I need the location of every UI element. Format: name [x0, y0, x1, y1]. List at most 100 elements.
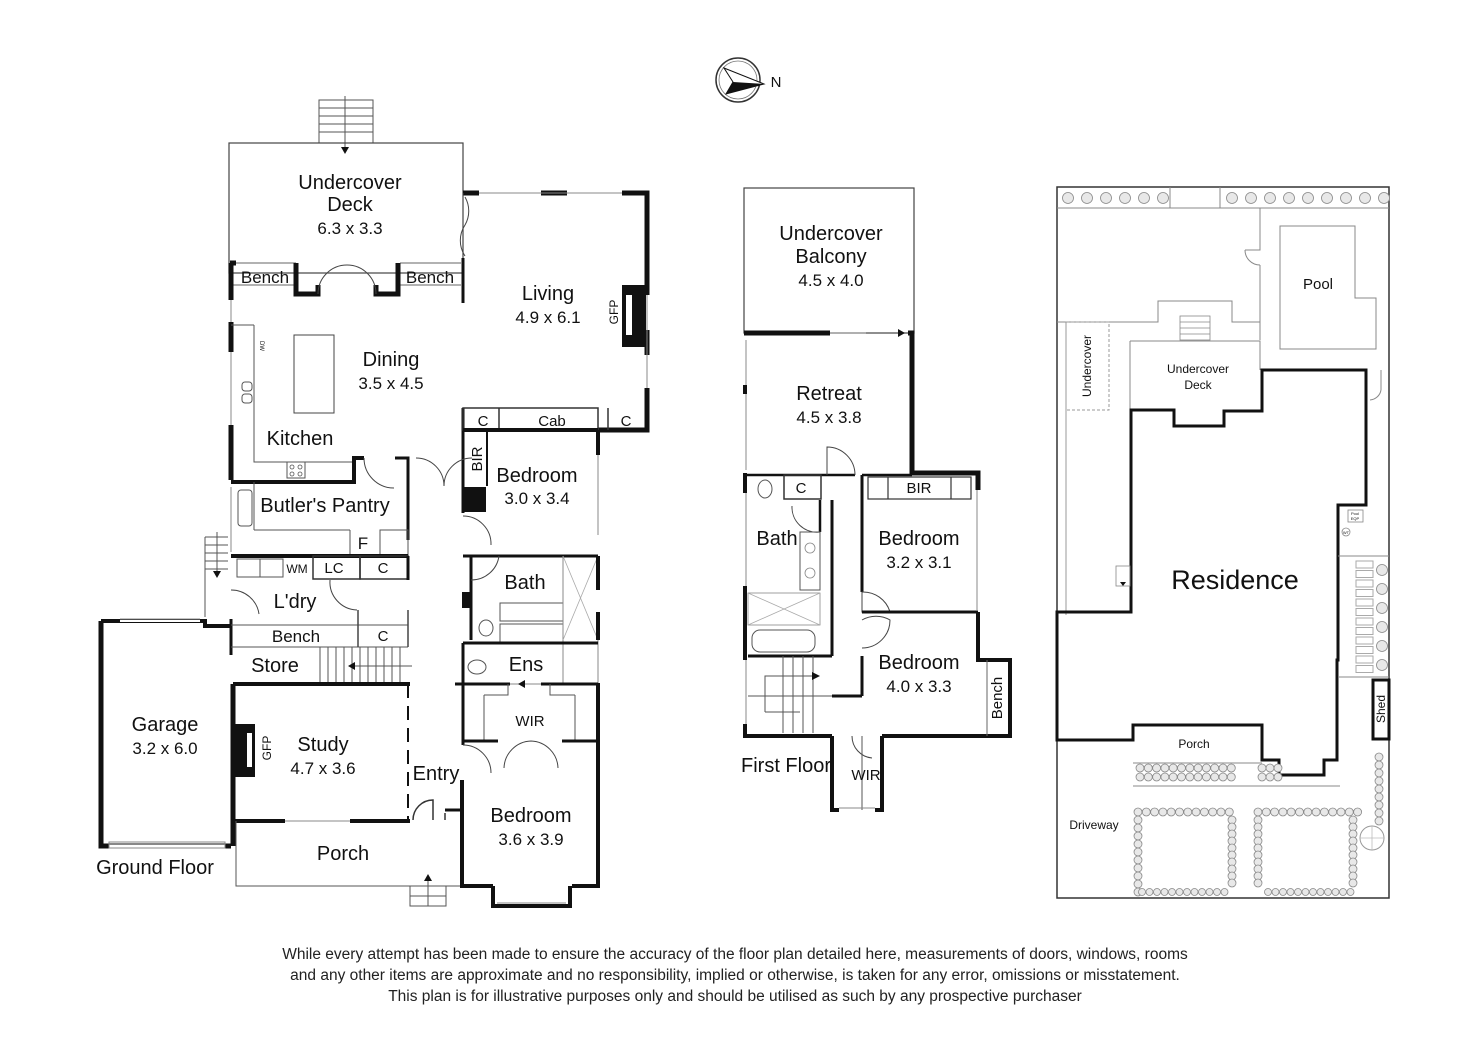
fixture-c: C — [796, 480, 807, 497]
room-retreat-size: 4.5 x 3.8 — [796, 408, 861, 427]
shrub-icon — [1245, 192, 1257, 204]
disclaimer: While every attempt has been made to ens… — [240, 944, 1230, 1007]
shrub-icon — [1152, 763, 1161, 773]
shrub-icon — [1374, 792, 1384, 802]
first-floor-labels: Undercover Balcony 4.5 x 4.0 Retreat 4.5… — [741, 223, 1006, 784]
room-wir-name: WIR — [515, 713, 544, 730]
shrub-icon — [1208, 807, 1218, 817]
fixture-bench-right: Bench — [406, 268, 454, 287]
first-floor-plan — [743, 187, 1012, 812]
room-bedroom2-name: Bedroom — [490, 805, 571, 827]
shrub-icon — [1264, 888, 1272, 896]
shrub-icon — [1138, 888, 1146, 896]
room-bedroom-first2-name: Bedroom — [878, 652, 959, 674]
room-balcony-size: 4.5 x 4.0 — [798, 271, 863, 290]
shrub-icon — [1226, 192, 1238, 204]
room-bedroom-first1-name: Bedroom — [878, 528, 959, 550]
room-laundry-name: L'dry — [274, 591, 317, 613]
shrub-icon — [1376, 640, 1388, 652]
ground-floor-plan — [98, 96, 650, 908]
shrub-icon — [1205, 888, 1214, 896]
shrub-icon — [1200, 807, 1209, 817]
first-floor-title: First Floor — [741, 755, 831, 777]
shrub-icon — [1316, 888, 1325, 896]
shrub-icon — [1257, 772, 1267, 782]
shrub-icon — [1295, 807, 1304, 817]
room-bath-first-name: Bath — [756, 528, 797, 550]
compass-ring — [715, 57, 761, 103]
shrub-icon — [1226, 763, 1236, 773]
shrub-row — [1062, 192, 1390, 204]
fixture-c-laundry: C — [378, 560, 389, 577]
fixture-bir-first: BIR — [906, 480, 931, 497]
room-bedroom1-name: Bedroom — [496, 465, 577, 487]
shrub-icon — [1133, 871, 1143, 881]
shrub-icon — [1283, 192, 1295, 204]
shrub-icon — [1175, 807, 1184, 817]
shrub-icon — [1218, 772, 1228, 782]
shrub-icon — [1265, 772, 1275, 782]
shrub-icon — [1253, 807, 1263, 817]
shrub-icon — [1340, 192, 1352, 204]
shrub-icon — [1145, 888, 1154, 896]
shrub-icon — [1374, 800, 1384, 810]
site-pool-eqp-label1: Pool — [1351, 511, 1359, 516]
shrub-icon — [1374, 760, 1384, 770]
room-dining-size: 3.5 x 4.5 — [358, 374, 423, 393]
shrub-icon — [1374, 776, 1384, 786]
shrub-icon — [1152, 772, 1161, 782]
site-porch-label: Porch — [1178, 737, 1209, 751]
room-store-name: Store — [251, 655, 299, 677]
shrub-icon — [1216, 807, 1226, 817]
shrub-icon — [1143, 772, 1153, 782]
site-pool-label: Pool — [1303, 276, 1333, 293]
shrub-icon — [1336, 807, 1346, 817]
shrub-icon — [1191, 807, 1201, 817]
shrub-icon — [1150, 807, 1159, 817]
shrub-icon — [1376, 602, 1388, 614]
room-bedroom1-size: 3.0 x 3.4 — [504, 489, 569, 508]
ground-floor-title: Ground Floor — [96, 857, 214, 879]
shrub-icon — [1157, 192, 1169, 204]
shrub-icon — [1374, 816, 1384, 826]
shrub-icon — [1143, 763, 1153, 773]
shrub-icon — [1264, 192, 1276, 204]
shrub-column — [1376, 564, 1388, 671]
shrub-icon — [1374, 768, 1384, 778]
shrub-icon — [1331, 888, 1340, 896]
fixture-gfp-study: GFP — [260, 736, 274, 761]
room-study-name: Study — [297, 734, 348, 756]
disclaimer-line-2: and any other items are approximate and … — [290, 967, 1180, 984]
shrub-icon — [1279, 888, 1287, 896]
shrub-icon — [1348, 878, 1358, 888]
fixture-c-bench: C — [378, 628, 389, 645]
shrub-icon — [1286, 807, 1296, 817]
shrub-icon — [1328, 807, 1338, 817]
shrub-bed-driveway — [1133, 752, 1384, 897]
shrub-icon — [1253, 878, 1263, 888]
room-wir-first-name: WIR — [851, 767, 880, 784]
shrub-icon — [1202, 772, 1211, 782]
shrub-icon — [1183, 888, 1191, 896]
deck-stairs — [318, 96, 374, 154]
shrub-icon — [1324, 888, 1332, 896]
room-ensuite-name: Ens — [509, 654, 543, 676]
shrub-icon — [1198, 888, 1206, 896]
shrub-icon — [1339, 888, 1347, 896]
room-bath-name: Bath — [504, 572, 545, 594]
room-entry-name: Entry — [413, 763, 460, 785]
fixture-gfp-living: GFP — [607, 300, 621, 325]
shrub-icon — [1100, 192, 1112, 204]
shrub-icon — [1376, 659, 1388, 671]
room-balcony-name2: Balcony — [795, 246, 866, 268]
site-undercover-label: Undercover — [1080, 335, 1094, 397]
shrub-icon — [1213, 888, 1221, 896]
shrub-icon — [1227, 878, 1237, 888]
shrub-icon — [1210, 772, 1220, 782]
shrub-icon — [1302, 192, 1314, 204]
shrub-icon — [1376, 583, 1388, 595]
shrub-icon — [1133, 807, 1143, 817]
shrub-icon — [1119, 192, 1131, 204]
room-undercover-deck-size: 6.3 x 3.3 — [317, 219, 382, 238]
